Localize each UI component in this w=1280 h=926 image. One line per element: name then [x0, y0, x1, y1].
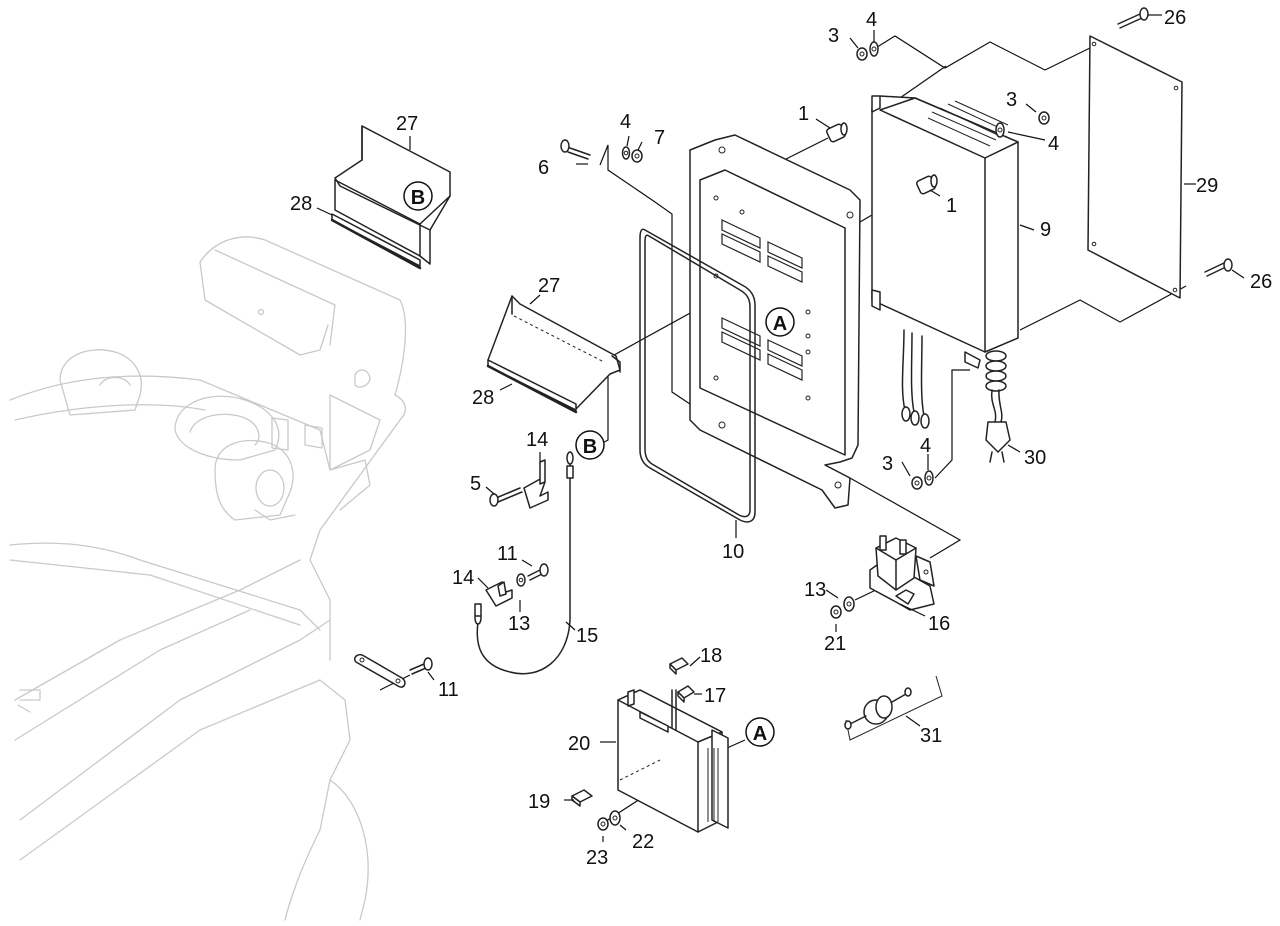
label-31: 31: [920, 725, 942, 747]
upper-cover-27: [334, 125, 451, 265]
power-cord: [985, 350, 1011, 463]
svg-text:B: B: [583, 436, 597, 458]
label-11-upper: 11: [497, 543, 518, 565]
svg-text:A: A: [773, 313, 787, 335]
machine-body-outline: [9, 236, 407, 921]
label-10: 10: [722, 541, 744, 563]
label-30: 30: [1024, 447, 1046, 469]
label-23: 23: [586, 847, 608, 869]
label-7: 7: [654, 127, 665, 149]
nut-3-right: [1038, 111, 1050, 125]
washer-13-relay: [843, 596, 855, 612]
label-26-bottom: 26: [1250, 271, 1272, 293]
capacitor: [844, 675, 943, 741]
rear-cover-plate: [1087, 35, 1183, 299]
label-28-lower: 28: [472, 387, 494, 409]
label-6: 6: [538, 157, 549, 179]
label-27-lower: 27: [538, 275, 560, 297]
label-19: 19: [528, 791, 550, 813]
washer-13-lower: [516, 573, 526, 587]
label-11-lower: 11: [438, 679, 459, 701]
relay: [869, 535, 935, 611]
label-1-right: 1: [946, 195, 957, 217]
svg-text:B: B: [411, 187, 425, 209]
label-1-top: 1: [798, 103, 809, 125]
label-18: 18: [700, 645, 722, 667]
clamp-14-lower: [485, 581, 513, 607]
washer-4-right: [995, 122, 1005, 138]
nut-21: [830, 605, 842, 619]
label-4-bottom: 4: [920, 435, 931, 457]
screw-11-lower: [409, 657, 433, 675]
label-5: 5: [470, 473, 481, 495]
label-16: 16: [928, 613, 950, 635]
spacer-1-top: [826, 122, 848, 143]
washer-4-top: [869, 41, 879, 57]
label-13-relay: 13: [804, 579, 826, 601]
screw-5: [489, 487, 523, 507]
lower-strip-28: [486, 359, 578, 414]
label-27-top: 27: [396, 113, 418, 135]
label-13-lower: 13: [508, 613, 530, 635]
washer-22: [609, 810, 621, 826]
safety-cable: [474, 451, 574, 675]
label-3-bottom: 3: [882, 453, 893, 475]
nut-3-top: [856, 47, 868, 61]
label-20: 20: [568, 733, 590, 755]
panel-vent-slots: [721, 219, 803, 381]
label-29: 29: [1196, 175, 1218, 197]
charger-unit: [871, 95, 1019, 429]
label-3-top: 3: [828, 25, 839, 47]
label-14-lower: 14: [452, 567, 474, 589]
label-leaders: [316, 14, 1245, 842]
label-9: 9: [1040, 219, 1051, 241]
upper-strip-28: [330, 213, 422, 270]
callout-b-cover: B: [403, 181, 433, 211]
terminal-19: [571, 789, 593, 807]
screw-6: [560, 139, 591, 160]
terminal-18: [669, 657, 689, 675]
label-4-right: 4: [1048, 133, 1059, 155]
screw-11-upper: [527, 563, 549, 581]
label-14-upper: 14: [526, 429, 548, 451]
callout-a-module: A: [745, 717, 775, 747]
clamp-14-upper: [523, 459, 549, 509]
callout-a-housing: A: [765, 307, 795, 337]
nut-23: [597, 817, 609, 831]
label-15: 15: [576, 625, 598, 647]
electronic-module: [617, 689, 729, 833]
washer-4-bottom: [924, 470, 934, 486]
label-28-top: 28: [290, 193, 312, 215]
washer-4-mid: [621, 146, 631, 160]
part-number-labels: 26 4 3 3 4 1 1 9 29 26 30 4 3 4 7 6 27 2…: [290, 7, 1272, 869]
charger-vent-slots: [927, 100, 1009, 147]
panel-holes: [713, 195, 811, 401]
spacer-1-right: [916, 174, 938, 195]
label-4-top: 4: [866, 9, 877, 31]
label-21: 21: [824, 633, 846, 655]
label-22: 22: [632, 831, 654, 853]
pin-bracket: [353, 653, 406, 688]
label-4-mid: 4: [620, 111, 631, 133]
screw-26-bottom: [1204, 258, 1233, 277]
terminal-17: [677, 685, 695, 703]
label-3-right: 3: [1006, 89, 1017, 111]
svg-text:A: A: [753, 723, 767, 745]
label-26-top: 26: [1164, 7, 1186, 29]
screw-26-top: [1117, 7, 1149, 29]
label-17: 17: [704, 685, 726, 707]
nut-7: [631, 149, 643, 163]
nut-3-bottom: [911, 476, 923, 490]
gasket: [639, 228, 756, 523]
callout-b-cable: B: [575, 430, 605, 460]
